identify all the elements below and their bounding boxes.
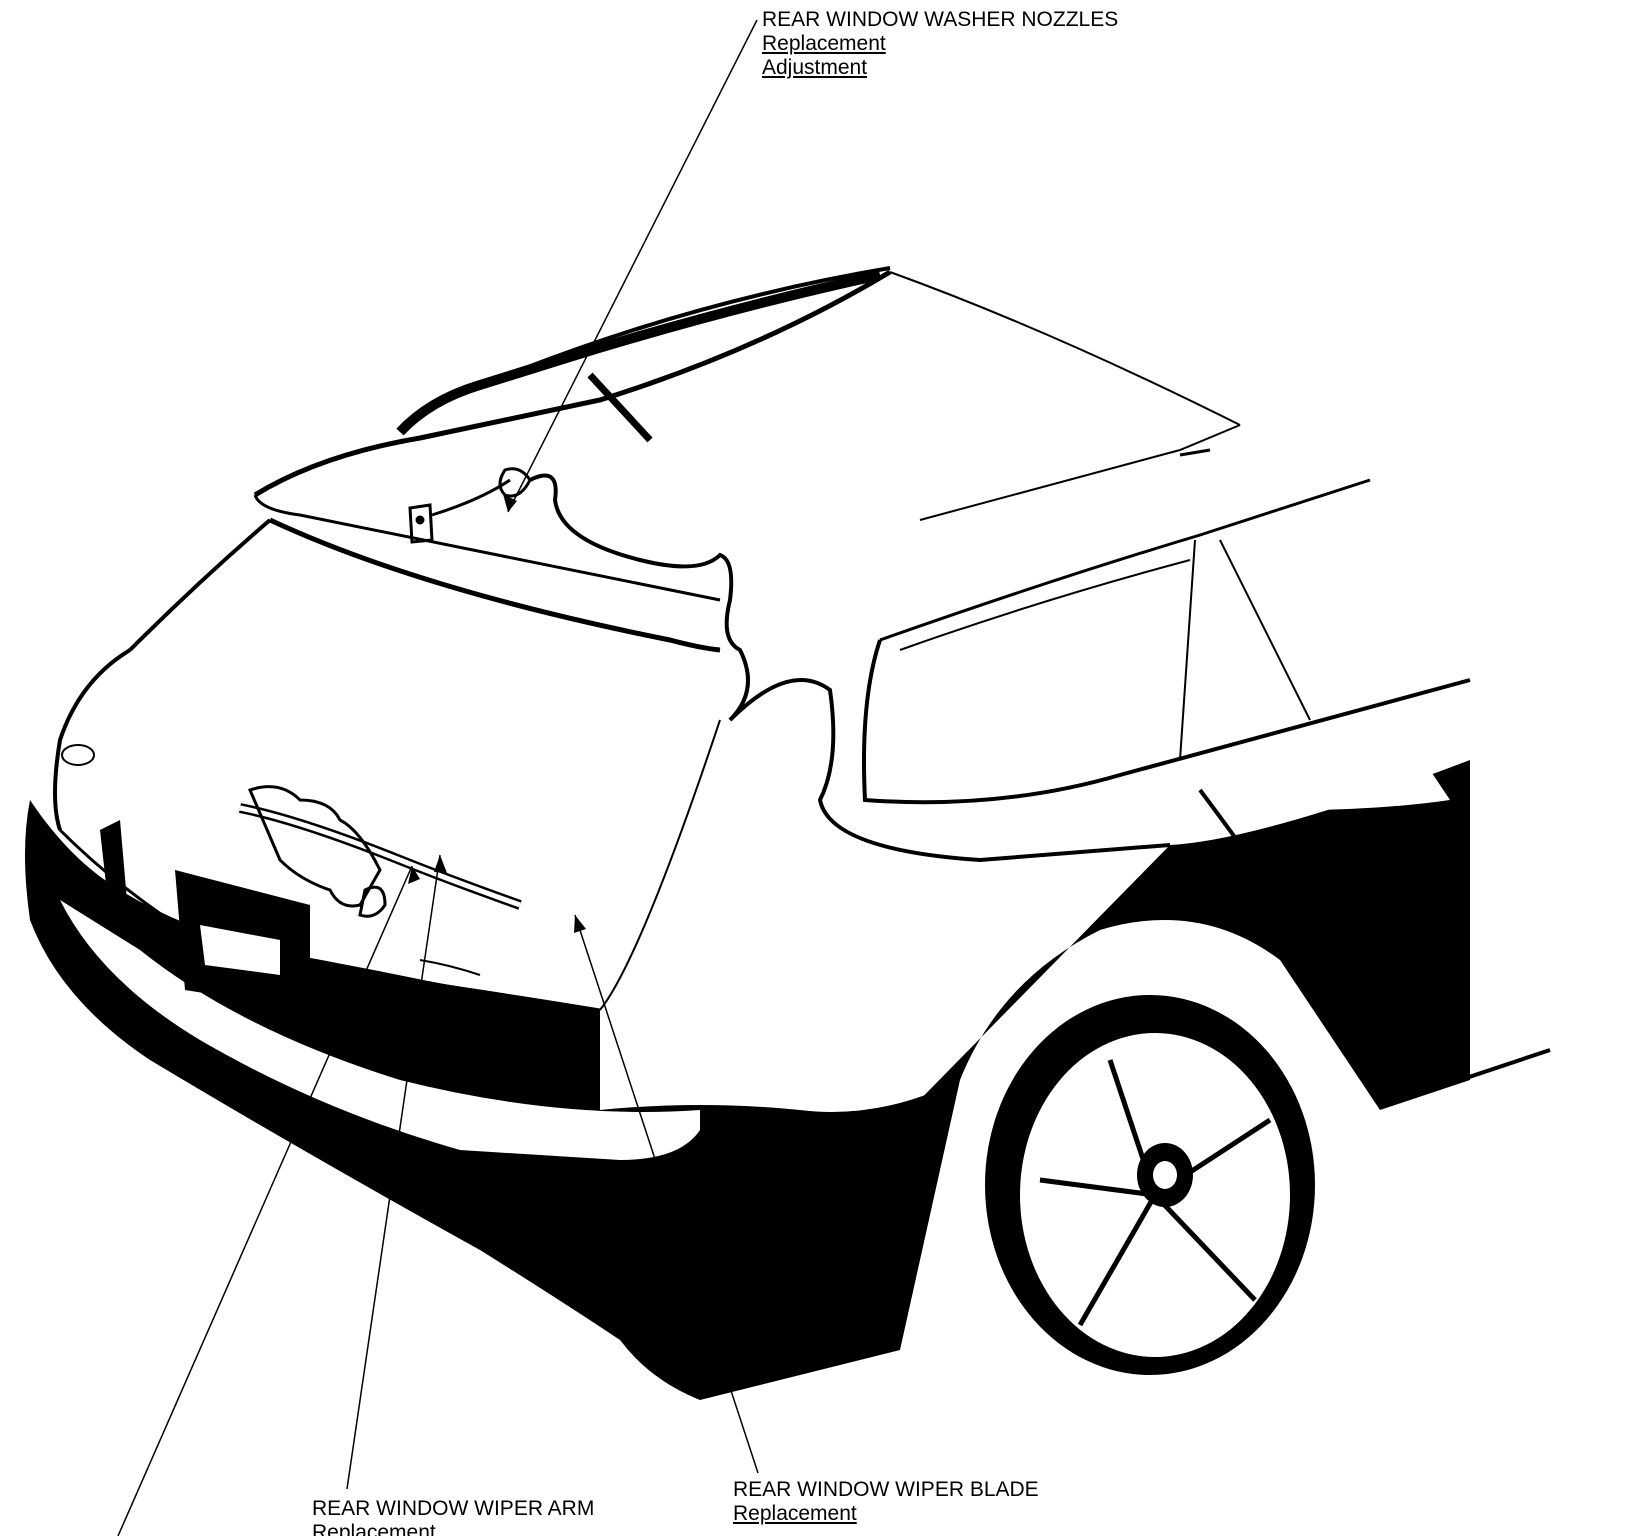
wiper-arm-assembly xyxy=(239,785,522,918)
callout-title: REAR WINDOW WIPER ARM xyxy=(312,1497,595,1520)
callout-washer-nozzles: REAR WINDOW WASHER NOZZLES Replacement A… xyxy=(762,8,1118,80)
callout-title: REAR WINDOW WIPER BLADE xyxy=(733,1478,1039,1501)
washer-nozzle-assembly xyxy=(408,467,750,722)
adjustment-link[interactable]: Adjustment xyxy=(762,56,868,79)
license-plate-area xyxy=(100,820,310,1010)
callout-title: REAR WINDOW WASHER NOZZLES xyxy=(762,8,1119,31)
roof-spoiler xyxy=(253,266,1241,602)
replacement-link[interactable]: Replacement xyxy=(312,1521,436,1536)
leader-lines xyxy=(117,19,759,1536)
replacement-link[interactable]: Replacement xyxy=(762,32,886,55)
rear-window-glass xyxy=(128,517,721,653)
rear-door-body xyxy=(900,760,1551,1120)
callout-wiper-arm: REAR WINDOW WIPER ARM Replacement xyxy=(312,1497,594,1536)
replacement-link[interactable]: Replacement xyxy=(733,1502,857,1525)
callout-wiper-blade: REAR WINDOW WIPER BLADE Replacement xyxy=(733,1478,1039,1526)
side-window xyxy=(862,478,1471,805)
rear-wheel xyxy=(985,995,1315,1375)
leader-arrowheads xyxy=(408,494,586,933)
